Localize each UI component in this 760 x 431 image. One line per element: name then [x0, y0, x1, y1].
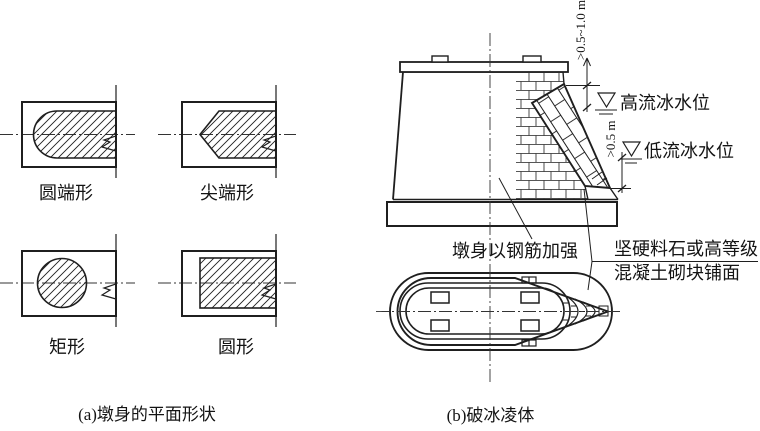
- dimension-label-mid: >0.5 m: [603, 120, 618, 158]
- low-water-level-label: 低流冰水位: [644, 141, 734, 161]
- plan-shape-label-rectangular: 矩形: [49, 337, 85, 357]
- leader-reinforcement: [498, 177, 533, 240]
- water-level-icon-low: [620, 141, 642, 164]
- plan-shape-drawing-rectangle: [158, 234, 296, 327]
- caption-part-a: (a)墩身的平面形状: [78, 405, 216, 424]
- plan-shape-label-pointed-end: 尖端形: [200, 183, 254, 203]
- dimension-label-top: >0.5~1.0 m: [573, 0, 588, 61]
- reinforcement-annotation: 墩身以钢筋加强: [452, 241, 578, 261]
- plan-shape-drawing-circle: [0, 234, 135, 327]
- water-level-icon-high: [595, 92, 617, 115]
- facing-annotation-line2: 混凝土砌块铺面: [614, 263, 740, 283]
- plan-shape-label-round-end: 圆端形: [39, 183, 93, 203]
- leader-facing: [583, 188, 758, 291]
- plan-shape-drawing-round-end: [0, 85, 135, 178]
- high-water-level-label: 高流冰水位: [620, 93, 710, 113]
- dimension-top: [566, 57, 600, 112]
- plan-shape-label-circular: 圆形: [218, 337, 254, 357]
- caption-part-b: (b)破冰凌体: [446, 406, 535, 425]
- facing-annotation-line1: 坚硬料石或高等级: [614, 239, 758, 259]
- plan-shape-drawing-pointed-end: [158, 85, 296, 178]
